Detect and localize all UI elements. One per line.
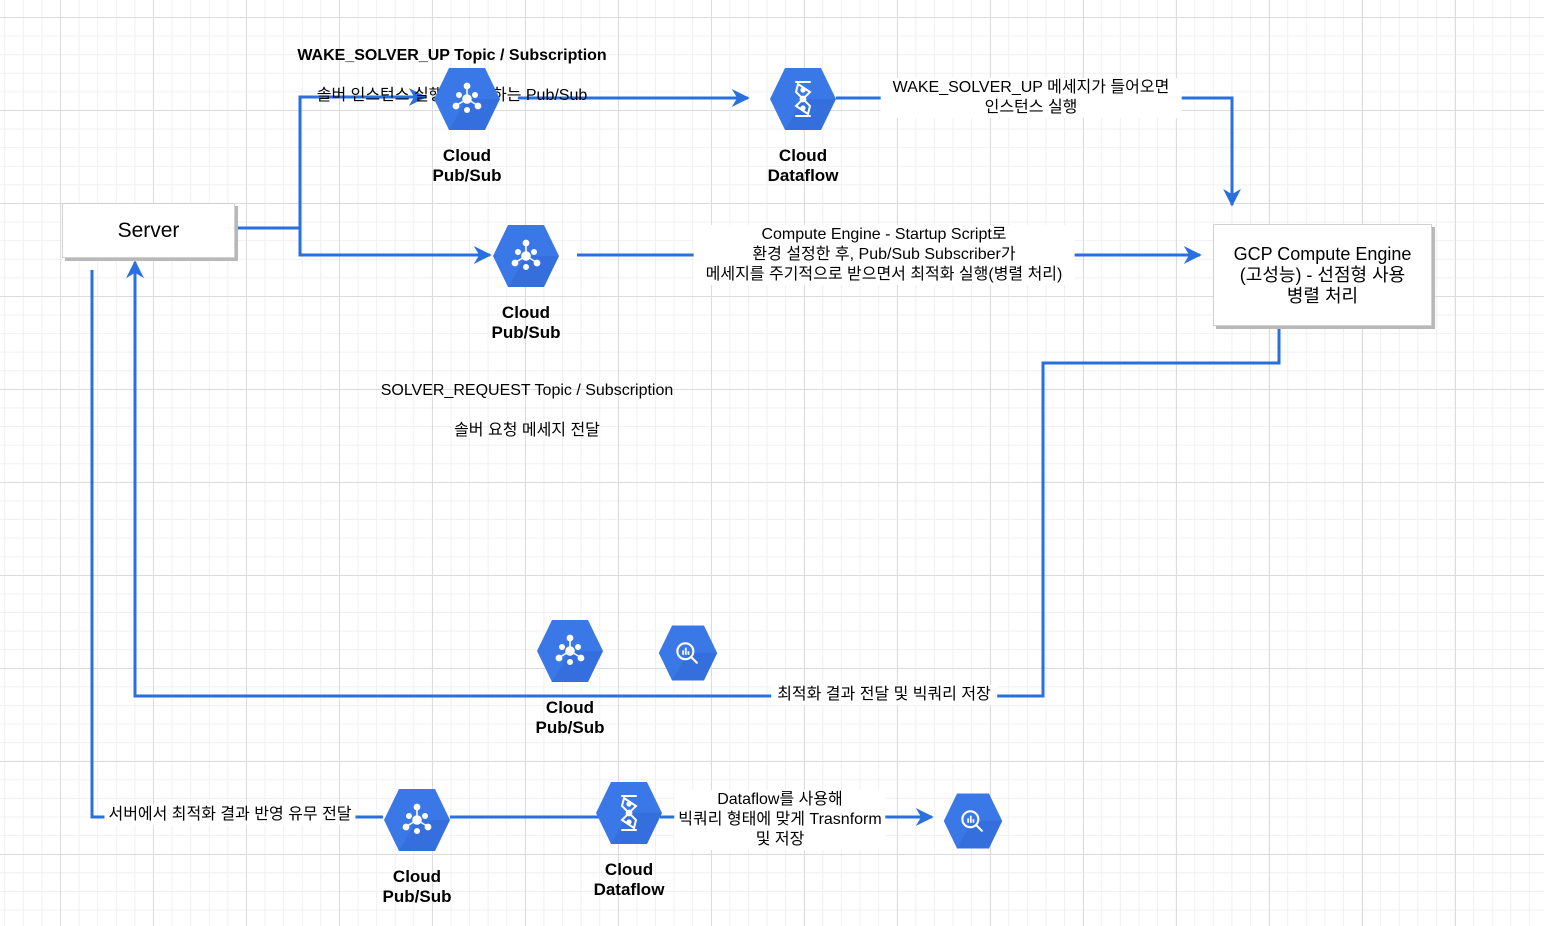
pubsub-bottom-caption: Cloud Pub/Sub bbox=[382, 867, 452, 906]
pubsub-icon[interactable] bbox=[432, 66, 502, 132]
gce-label: GCP Compute Engine (고성능) - 선점형 사용 병렬 처리 bbox=[1233, 243, 1412, 306]
edge-label-startup-script: Compute Engine - Startup Script로 환경 설정한 … bbox=[693, 225, 1075, 285]
edge-server-to-pubsub-request bbox=[235, 226, 492, 264]
bigquery-icon[interactable] bbox=[942, 788, 1004, 854]
edge-label-result-to-server: 최적화 결과 전달 및 빅쿼리 저장 bbox=[771, 685, 997, 705]
request-topic-desc: 솔버 요청 메세지 전달 bbox=[454, 422, 600, 439]
gce-node[interactable]: GCP Compute Engine (고성능) - 선점형 사용 병렬 처리 bbox=[1213, 224, 1432, 326]
edge-label-dataflow-transform: Dataflow를 사용해 빅쿼리 형태에 맞게 Trasnform 및 저장 bbox=[674, 790, 886, 850]
server-label: Server bbox=[117, 218, 180, 242]
edge-gce-to-server bbox=[126, 260, 1281, 698]
dataflow-wake-caption: Cloud Dataflow bbox=[767, 146, 839, 185]
server-node[interactable]: Server bbox=[62, 203, 235, 258]
wake-topic-title: WAKE_SOLVER_UP Topic / Subscription bbox=[297, 47, 607, 64]
dataflow-icon[interactable] bbox=[768, 66, 838, 132]
request-topic-annotation: SOLVER_REQUEST Topic / Subscription 솔버 요… bbox=[381, 361, 674, 461]
pubsub-icon[interactable] bbox=[491, 223, 561, 289]
pubsub-result-caption: Cloud Pub/Sub bbox=[535, 698, 605, 737]
pubsub-icon[interactable] bbox=[382, 787, 452, 853]
request-topic-title: SOLVER_REQUEST Topic / Subscription bbox=[380, 382, 674, 399]
pubsub-request-caption: Cloud Pub/Sub bbox=[491, 303, 561, 342]
dataflow-icon[interactable] bbox=[594, 780, 664, 846]
dataflow-bottom-caption: Cloud Dataflow bbox=[593, 860, 665, 899]
bigquery-icon[interactable] bbox=[657, 620, 719, 686]
pubsub-icon[interactable] bbox=[535, 618, 605, 684]
edge-label-wake-to-gce: WAKE_SOLVER_UP 메세지가 들어오면 인스턴스 실행 bbox=[880, 78, 1182, 118]
pubsub-wake-caption: Cloud Pub/Sub bbox=[432, 146, 502, 185]
edge-label-server-feedback: 서버에서 최적화 결과 반영 유무 전달 bbox=[104, 805, 356, 825]
